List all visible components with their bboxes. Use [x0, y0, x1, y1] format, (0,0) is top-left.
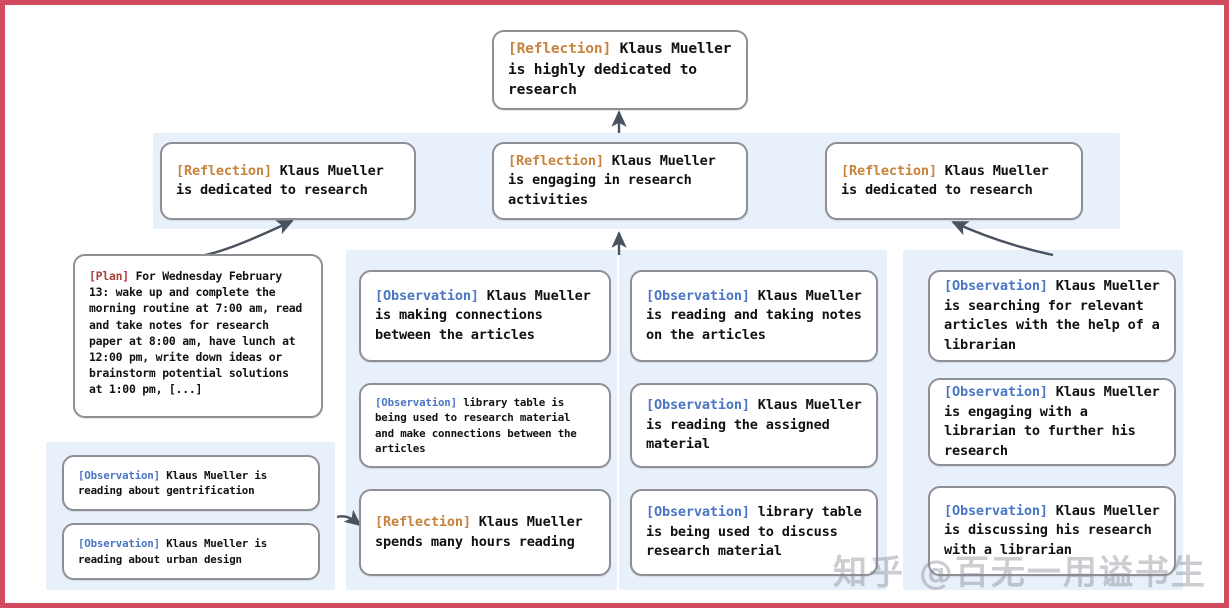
node-col2-obs-1[interactable]: [Observation] Klaus Mueller is reading a… — [630, 270, 878, 362]
tag-plan: [Plan] — [89, 269, 129, 283]
node-body: Klaus Mueller is dedicated to research — [841, 162, 1057, 199]
node-text: [Observation] library table is being use… — [375, 395, 595, 457]
node-text: [Observation] library table is being use… — [646, 503, 862, 562]
node-col3-obs-1[interactable]: [Observation] Klaus Mueller is searching… — [928, 270, 1176, 362]
node-col2-obs-3[interactable]: [Observation] library table is being use… — [630, 489, 878, 576]
node-col2-obs-2[interactable]: [Observation] Klaus Mueller is reading t… — [630, 383, 878, 468]
node-text: [Observation] Klaus Mueller is searching… — [944, 277, 1160, 355]
node-body: Klaus Mueller is discussing his research… — [944, 502, 1168, 558]
node-body: Klaus Mueller is reading the assigned ma… — [646, 397, 870, 453]
node-body: Klaus Mueller is searching for relevant … — [944, 278, 1168, 353]
node-col1-reflection[interactable]: [Reflection] Klaus Mueller spends many h… — [359, 489, 611, 576]
node-left-obs-2[interactable]: [Observation] Klaus Mueller is reading a… — [62, 523, 320, 580]
tag-reflection: [Reflection] — [508, 40, 612, 58]
node-body: Klaus Mueller is engaging with a librari… — [944, 384, 1168, 459]
node-mid-reflection-right[interactable]: [Reflection] Klaus Mueller is dedicated … — [825, 142, 1083, 220]
node-text: [Observation] Klaus Mueller is reading a… — [646, 287, 862, 346]
node-mid-reflection-left[interactable]: [Reflection] Klaus Mueller is dedicated … — [160, 142, 416, 220]
node-text: [Observation] Klaus Mueller is reading t… — [646, 396, 862, 455]
tag-reflection: [Reflection] — [508, 152, 604, 169]
tag-reflection: [Reflection] — [841, 162, 937, 179]
node-top-reflection[interactable]: [Reflection] Klaus Mueller is highly ded… — [492, 30, 748, 110]
node-text: [Observation] Klaus Mueller is engaging … — [944, 383, 1160, 461]
node-body: Klaus Mueller is reading about urban des… — [78, 537, 274, 566]
node-col1-obs-2[interactable]: [Observation] library table is being use… — [359, 383, 611, 468]
node-mid-reflection-center[interactable]: [Reflection] Klaus Mueller is engaging i… — [492, 142, 748, 220]
node-body: Klaus Mueller is reading and taking note… — [646, 287, 870, 343]
node-col1-obs-1[interactable]: [Observation] Klaus Mueller is making co… — [359, 270, 611, 362]
node-text: [Reflection] Klaus Mueller is dedicated … — [841, 162, 1067, 201]
node-text: [Reflection] Klaus Mueller is engaging i… — [508, 152, 732, 211]
node-body: For Wednesday February 13: wake up and c… — [89, 269, 309, 397]
node-body: Klaus Mueller is reading about gentrific… — [78, 468, 274, 497]
node-col3-obs-3[interactable]: [Observation] Klaus Mueller is discussin… — [928, 486, 1176, 576]
tag-observation: [Observation] — [78, 537, 160, 551]
tag-observation: [Observation] — [646, 397, 750, 414]
tag-reflection: [Reflection] — [375, 514, 471, 530]
tag-observation: [Observation] — [78, 468, 160, 482]
node-body: Klaus Mueller is making connections betw… — [375, 287, 599, 343]
node-text: [Observation] Klaus Mueller is reading a… — [78, 536, 304, 567]
tag-reflection: [Reflection] — [176, 162, 272, 179]
tag-observation: [Observation] — [646, 504, 750, 521]
watermark: 知乎 @百无一用谥书生 — [833, 553, 1207, 593]
tag-observation: [Observation] — [646, 287, 750, 304]
tag-observation: [Observation] — [375, 395, 457, 409]
tag-observation: [Observation] — [944, 384, 1048, 400]
node-body: Klaus Mueller is dedicated to research — [176, 162, 392, 199]
node-plan[interactable]: [Plan] For Wednesday February 13: wake u… — [73, 254, 323, 418]
node-text: [Plan] For Wednesday February 13: wake u… — [89, 268, 307, 398]
node-text: [Observation] Klaus Mueller is reading a… — [78, 468, 304, 499]
node-col3-obs-2[interactable]: [Observation] Klaus Mueller is engaging … — [928, 378, 1176, 466]
node-text: [Observation] Klaus Mueller is discussin… — [944, 502, 1160, 561]
tag-observation: [Observation] — [944, 502, 1048, 519]
node-left-obs-1[interactable]: [Observation] Klaus Mueller is reading a… — [62, 455, 320, 511]
node-body: Klaus Mueller is engaging in research ac… — [508, 152, 724, 208]
node-text: [Reflection] Klaus Mueller spends many h… — [375, 513, 595, 552]
tag-observation: [Observation] — [375, 287, 479, 304]
node-body: library table is being used to discuss r… — [646, 504, 870, 560]
node-body: Klaus Mueller is highly dedicated to res… — [508, 40, 740, 99]
node-text: [Observation] Klaus Mueller is making co… — [375, 287, 595, 346]
node-text: [Reflection] Klaus Mueller is dedicated … — [176, 162, 400, 201]
tag-observation: [Observation] — [944, 278, 1048, 294]
node-body: Klaus Mueller spends many hours reading — [375, 514, 591, 550]
node-text: [Reflection] Klaus Mueller is highly ded… — [508, 39, 732, 101]
node-body: library table is being used to research … — [375, 395, 583, 455]
